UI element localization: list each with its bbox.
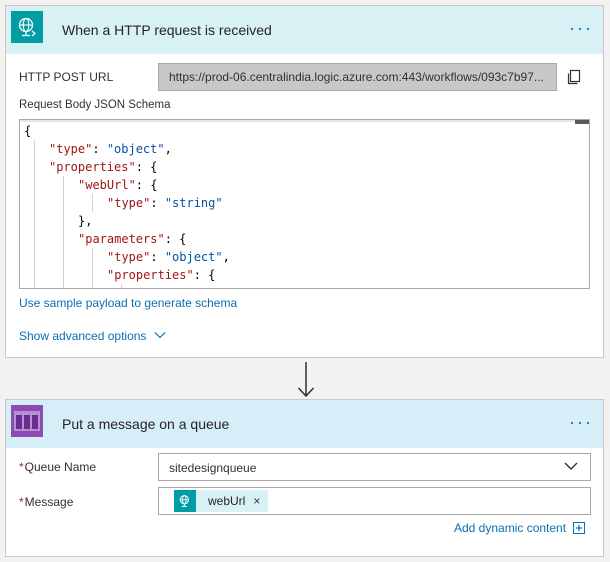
action-more-options-button[interactable]: ··· bbox=[569, 412, 593, 432]
trigger-title: When a HTTP request is received bbox=[62, 22, 272, 38]
add-dynamic-content-label: Add dynamic content bbox=[454, 521, 567, 535]
down-arrow-icon bbox=[297, 362, 315, 398]
queue-icon bbox=[11, 405, 43, 437]
code-line: "type": "string" bbox=[107, 196, 223, 210]
globe-request-icon bbox=[174, 490, 196, 512]
action-title: Put a message on a queue bbox=[62, 416, 230, 432]
queue-name-label: *Queue Name bbox=[19, 460, 96, 474]
code-line: "properties": { bbox=[107, 268, 216, 282]
message-label: *Message bbox=[19, 495, 73, 509]
code-line: "type": "object", bbox=[107, 250, 230, 264]
queue-name-dropdown[interactable]: sitedesignqueue bbox=[158, 453, 591, 481]
indent-guide bbox=[34, 140, 35, 288]
code-line: "properties": { bbox=[49, 160, 158, 174]
plus-box-icon bbox=[573, 522, 586, 534]
http-post-url-label: HTTP POST URL bbox=[19, 70, 114, 84]
show-advanced-options-link[interactable]: Show advanced options bbox=[19, 329, 166, 343]
trigger-header[interactable]: When a HTTP request is received ··· bbox=[6, 6, 603, 54]
action-header[interactable]: Put a message on a queue ··· bbox=[6, 400, 603, 448]
trigger-more-options-button[interactable]: ··· bbox=[569, 18, 593, 38]
json-code-area[interactable]: { "type": "object", "properties": { "web… bbox=[20, 120, 575, 288]
add-dynamic-content-link[interactable]: Add dynamic content bbox=[454, 521, 586, 535]
indent-guide bbox=[92, 248, 93, 288]
editor-scrollbar[interactable] bbox=[575, 120, 589, 288]
schema-label: Request Body JSON Schema bbox=[19, 99, 171, 111]
http-post-url-field[interactable]: https://prod-06.centralindia.logic.azure… bbox=[158, 63, 557, 91]
chevron-down-icon bbox=[154, 332, 166, 339]
queue-name-value: sitedesignqueue bbox=[169, 461, 257, 475]
editor-current-line bbox=[20, 120, 575, 122]
indent-guide bbox=[63, 176, 64, 288]
show-advanced-options-label: Show advanced options bbox=[19, 329, 147, 343]
queue-name-label-text: Queue Name bbox=[24, 460, 97, 474]
globe-request-icon bbox=[11, 11, 43, 43]
code-line: { bbox=[24, 124, 32, 138]
code-line: "parameters": { bbox=[78, 232, 187, 246]
message-field[interactable]: webUrl × bbox=[158, 487, 591, 515]
weburl-token[interactable]: webUrl × bbox=[174, 490, 269, 512]
code-line: "webUrl": { bbox=[78, 178, 158, 192]
http-trigger-card: When a HTTP request is received ··· HTTP… bbox=[5, 5, 604, 358]
message-label-text: Message bbox=[24, 495, 74, 509]
weburl-token-label: webUrl bbox=[208, 494, 246, 508]
code-line: "type": "object", bbox=[49, 142, 172, 156]
required-marker: * bbox=[19, 460, 24, 474]
indent-guide bbox=[121, 284, 122, 288]
required-marker: * bbox=[19, 495, 24, 509]
copy-icon[interactable] bbox=[565, 68, 583, 86]
chevron-down-icon[interactable] bbox=[564, 461, 578, 471]
use-sample-payload-link[interactable]: Use sample payload to generate schema bbox=[19, 296, 238, 310]
code-line: }, bbox=[78, 214, 93, 228]
indent-guide bbox=[92, 194, 93, 212]
json-schema-editor[interactable]: { "type": "object", "properties": { "web… bbox=[19, 119, 590, 289]
queue-action-card: Put a message on a queue ··· *Queue Name… bbox=[5, 399, 604, 557]
close-icon[interactable]: × bbox=[253, 494, 261, 508]
